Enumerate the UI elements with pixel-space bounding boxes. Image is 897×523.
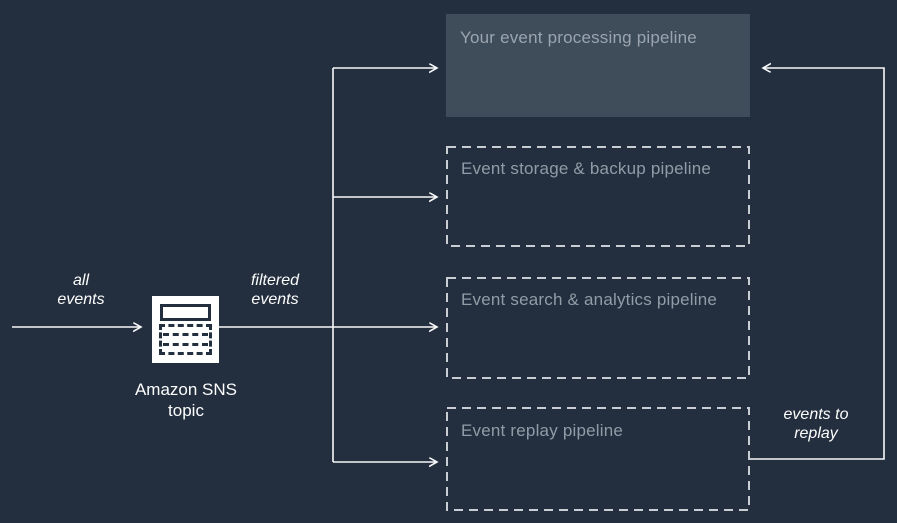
processing-pipeline-label: Your event processing pipeline bbox=[460, 28, 697, 47]
events-to-replay-line1: events to bbox=[783, 406, 849, 423]
box-processing-pipeline bbox=[446, 14, 750, 117]
all-events-line2: events bbox=[57, 291, 105, 308]
filtered-events-label: filtered events bbox=[220, 271, 330, 309]
sns-topic-label: Amazon SNS topic bbox=[111, 379, 261, 421]
events-to-replay-line2: replay bbox=[794, 425, 838, 442]
filtered-events-line2: events bbox=[251, 291, 299, 308]
sns-topic-label-line2: topic bbox=[168, 401, 204, 420]
box-search-pipeline bbox=[446, 277, 750, 379]
edge-replay-feedback bbox=[750, 68, 885, 460]
replay-pipeline-label: Event replay pipeline bbox=[461, 421, 624, 440]
sns-icon-dashed-row bbox=[163, 333, 208, 336]
sns-topic-label-line1: Amazon SNS bbox=[134, 380, 238, 399]
storage-pipeline-label: Event storage & backup pipeline bbox=[461, 159, 712, 178]
sns-topic-icon bbox=[152, 296, 219, 363]
box-replay-pipeline bbox=[446, 407, 750, 511]
all-events-label: all events bbox=[26, 271, 136, 309]
filtered-events-line1: filtered bbox=[250, 272, 300, 289]
search-pipeline-label: Event search & analytics pipeline bbox=[461, 290, 718, 309]
all-events-line1: all bbox=[72, 272, 89, 289]
sns-icon-header-rect bbox=[160, 304, 211, 321]
sns-icon-dashed-row bbox=[163, 343, 208, 346]
events-to-replay-label: events to replay bbox=[761, 405, 871, 443]
box-storage-pipeline bbox=[446, 146, 750, 247]
sns-icon-dashed-list bbox=[159, 324, 212, 355]
